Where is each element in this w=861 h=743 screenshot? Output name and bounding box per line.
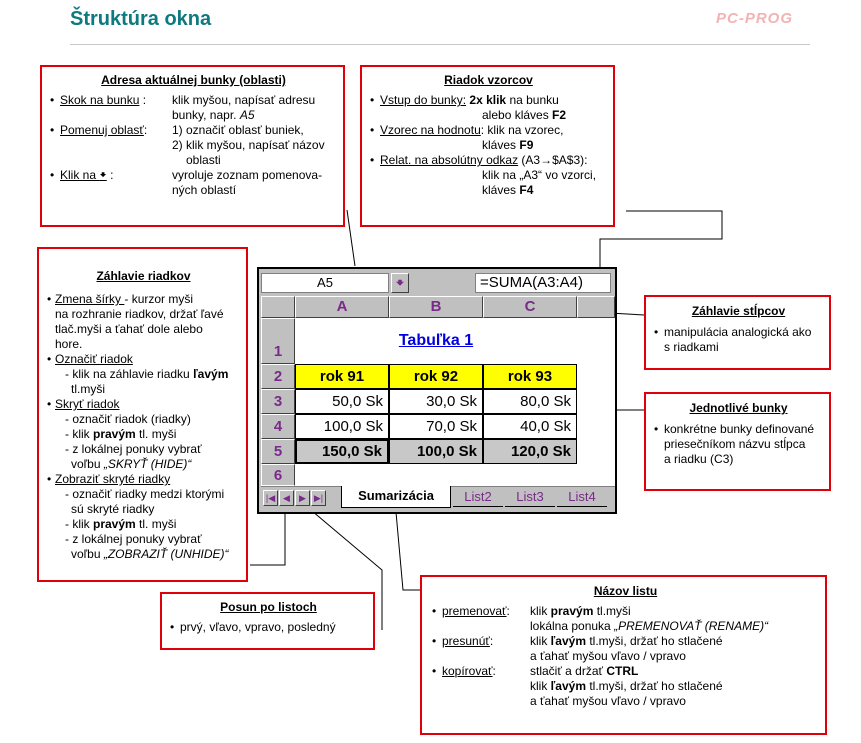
- copy-label: kopírovať: [442, 664, 493, 678]
- address-box-title: Adresa aktuálnej bunky (oblasti): [101, 73, 286, 87]
- column-headers-title: Záhlavie stĺpcov: [691, 304, 786, 318]
- spreadsheet-window: A5 🠻 =SUMA(A3:A4) A B C 1 2 3 4 5 6 Tabu…: [257, 267, 617, 514]
- jump-to-cell-desc-2: bunky, napr. A5: [172, 108, 255, 122]
- cell-b5[interactable]: 100,0 Sk: [389, 439, 483, 464]
- title-divider: [70, 44, 810, 45]
- individual-cells-title: Jednotlivé bunky: [689, 401, 788, 415]
- tab-list2[interactable]: List2: [453, 488, 503, 507]
- bullet-icon: •: [432, 604, 437, 618]
- cell-a2[interactable]: rok 91: [295, 364, 389, 389]
- name-range-label: Pomenuj oblasť: [60, 123, 144, 137]
- bullet-icon: •: [50, 123, 55, 137]
- cell-a1[interactable]: Tabuľka 1: [295, 318, 577, 364]
- relative-absolute-label: Relat. na absolútny odkaz: [380, 153, 519, 167]
- formula-bar-box: Riadok vzorcov • Vstup do bunky: 2x klik…: [360, 65, 615, 227]
- sheet-navigation-title: Posun po listoch: [220, 600, 317, 614]
- unhide-rows-label: Zobraziť skryté riadky: [55, 472, 171, 486]
- select-all-corner[interactable]: [261, 296, 295, 318]
- next-sheet-button[interactable]: ▶: [295, 490, 310, 506]
- sheet-navigation-box: Posun po listoch • prvý, vľavo, vpravo, …: [160, 592, 375, 650]
- bullet-icon: •: [654, 325, 659, 339]
- bullet-icon: •: [432, 664, 437, 678]
- table-title: Tabuľka 1: [398, 332, 474, 349]
- arrow-down-icon: 🠻: [99, 168, 107, 182]
- cell-c5[interactable]: 120,0 Sk: [483, 439, 577, 464]
- cell-c3[interactable]: 80,0 Sk: [483, 389, 577, 414]
- column-headers-box: Záhlavie stĺpcov • manipulácia analogick…: [644, 295, 831, 370]
- bullet-icon: •: [47, 292, 52, 306]
- row-header-1[interactable]: 1: [261, 318, 295, 364]
- bullet-icon: •: [47, 352, 52, 366]
- page-title: Štruktúra okna: [70, 8, 212, 30]
- bullet-icon: •: [432, 634, 437, 648]
- arrow-down-icon: 🠻: [395, 275, 404, 290]
- cell-b3[interactable]: 30,0 Sk: [389, 389, 483, 414]
- bullet-icon: •: [47, 397, 52, 411]
- formula-input[interactable]: =SUMA(A3:A4): [475, 273, 611, 293]
- first-sheet-button[interactable]: |◀: [263, 490, 278, 506]
- formula-to-value-label: Vzorec na hodnotu: [380, 123, 481, 137]
- jump-to-cell-desc-1: klik myšou, napísať adresu: [172, 93, 316, 107]
- row-header-3[interactable]: 3: [261, 389, 295, 414]
- bullet-icon: •: [47, 472, 52, 486]
- tab-list3[interactable]: List3: [505, 488, 555, 507]
- name-box-dropdown-button[interactable]: 🠻: [391, 273, 409, 293]
- row-headers-box: Záhlavie riadkov • Zmena šírky - kurzor …: [37, 247, 248, 582]
- column-header-d[interactable]: [577, 296, 615, 318]
- pc-prog-logo: PC-PROG: [716, 10, 794, 27]
- column-header-c[interactable]: C: [483, 296, 577, 318]
- cell-a4[interactable]: 100,0 Sk: [295, 414, 389, 439]
- bullet-icon: •: [370, 123, 375, 137]
- enter-cell-label: Vstup do bunky:: [380, 93, 467, 107]
- cell-b2[interactable]: rok 92: [389, 364, 483, 389]
- sheet-name-box: Názov listu • premenovať: klik pravým tl…: [420, 575, 827, 735]
- row-headers-title: Záhlavie riadkov: [96, 269, 191, 283]
- click-on-label: Klik na: [60, 168, 100, 182]
- row-header-2[interactable]: 2: [261, 364, 295, 389]
- row-header-4[interactable]: 4: [261, 414, 295, 439]
- bullet-icon: •: [654, 422, 659, 436]
- change-width-label: Zmena šírky: [55, 292, 125, 306]
- cell-c2[interactable]: rok 93: [483, 364, 577, 389]
- previous-sheet-button[interactable]: ◀: [279, 490, 294, 506]
- tab-sumarizacia[interactable]: Sumarizácia: [341, 486, 451, 508]
- column-header-b[interactable]: B: [389, 296, 483, 318]
- address-cell-box: Adresa aktuálnej bunky (oblasti) • Skok …: [40, 65, 345, 227]
- tab-list4[interactable]: List4: [557, 488, 607, 507]
- cell-a5[interactable]: 150,0 Sk: [295, 439, 389, 464]
- row-header-6[interactable]: 6: [261, 464, 295, 486]
- column-header-a[interactable]: A: [295, 296, 389, 318]
- bullet-icon: •: [370, 93, 375, 107]
- individual-cells-box: Jednotlivé bunky • konkrétne bunky defin…: [644, 392, 831, 491]
- jump-to-cell-label: Skok na bunku: [60, 93, 140, 107]
- hide-row-label: Skryť riadok: [55, 397, 120, 411]
- bullet-icon: •: [50, 93, 55, 107]
- row-header-5[interactable]: 5: [261, 439, 295, 464]
- sheet-name-title: Názov listu: [593, 584, 658, 598]
- name-box[interactable]: A5: [261, 273, 389, 293]
- last-sheet-button[interactable]: ▶|: [311, 490, 326, 506]
- select-row-label: Označiť riadok: [55, 352, 133, 366]
- cell-a3[interactable]: 50,0 Sk: [295, 389, 389, 414]
- cell-c4[interactable]: 40,0 Sk: [483, 414, 577, 439]
- move-label: presunúť: [442, 634, 490, 648]
- rename-label: premenovať: [442, 604, 507, 618]
- formula-box-title: Riadok vzorcov: [444, 73, 533, 87]
- bullet-icon: •: [370, 153, 375, 167]
- cell-b4[interactable]: 70,0 Sk: [389, 414, 483, 439]
- bullet-icon: •: [170, 620, 175, 634]
- bullet-icon: •: [50, 168, 55, 182]
